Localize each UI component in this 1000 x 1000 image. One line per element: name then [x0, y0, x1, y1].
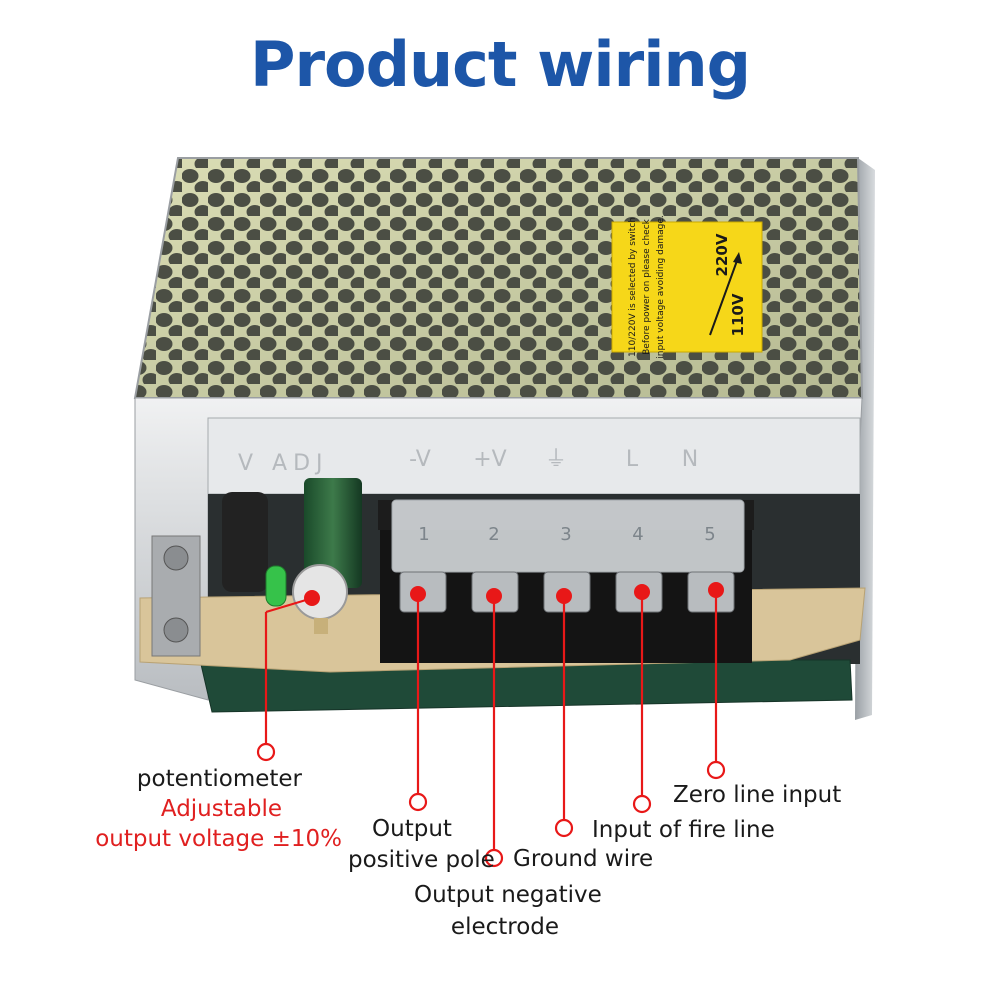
label-output-voltage: output voltage ±10%	[95, 826, 342, 852]
perforated-top-cover	[133, 157, 864, 399]
terminal-number-2: 2	[488, 524, 499, 545]
marker-terminal-1	[410, 586, 426, 602]
terminal-symbols: -V +V ⏚ L N	[409, 447, 698, 472]
terminal-markers	[304, 582, 724, 606]
symbol-1: -V	[409, 447, 431, 472]
symbol-3: ⏚	[545, 447, 567, 472]
marker-terminal-4	[634, 584, 650, 600]
terminal-number-5: 5	[704, 524, 715, 545]
symbol-2: +V	[473, 447, 506, 472]
label-zero-line: Zero line input	[673, 782, 842, 808]
voltage-warning-label: 110/220V is selected by switch Before po…	[611, 215, 763, 359]
marker-potentiometer	[304, 590, 320, 606]
capacitor-black	[222, 492, 268, 592]
warning-v-high: 220V	[713, 233, 731, 276]
terminal-number-1: 1	[418, 524, 429, 545]
marker-terminal-5	[708, 582, 724, 598]
label-output-negative-2: electrode	[450, 914, 560, 940]
potentiometer-knob	[292, 564, 348, 620]
warning-v-low: 110V	[729, 293, 747, 336]
terminal-block: 1 2 3 4 5	[378, 499, 754, 663]
label-adjustable: Adjustable	[160, 796, 282, 822]
symbol-5: N	[682, 447, 698, 472]
marker-terminal-2	[486, 588, 502, 604]
label-output-positive-1: Output	[372, 816, 452, 842]
terminal-number-3: 3	[560, 524, 571, 545]
label-output-negative-1: Output negative	[414, 882, 602, 908]
warning-line-3: input voltage avoiding damage.	[656, 215, 666, 358]
leader-lines	[264, 592, 718, 850]
marker-terminal-3	[556, 588, 572, 604]
symbol-4: L	[626, 447, 639, 472]
terminal-number-4: 4	[632, 524, 643, 545]
mounting-screw	[151, 535, 201, 657]
label-fire-line: Input of fire line	[592, 817, 775, 843]
label-ground-wire: Ground wire	[513, 846, 654, 872]
green-led	[265, 565, 287, 607]
panel-label-vadj: V ADJ	[238, 451, 329, 476]
warning-line-2: Before power on please check	[642, 218, 652, 355]
label-output-positive-2: positive pole	[348, 847, 495, 873]
capacitor-green	[304, 478, 362, 588]
callout-end-circles	[256, 742, 726, 868]
label-potentiometer: potentiometer	[136, 766, 302, 792]
terminal-numbers: 1 2 3 4 5	[418, 524, 715, 545]
warning-line-1: 110/220V is selected by switch	[628, 217, 638, 357]
page-title: Product wiring	[250, 28, 751, 101]
